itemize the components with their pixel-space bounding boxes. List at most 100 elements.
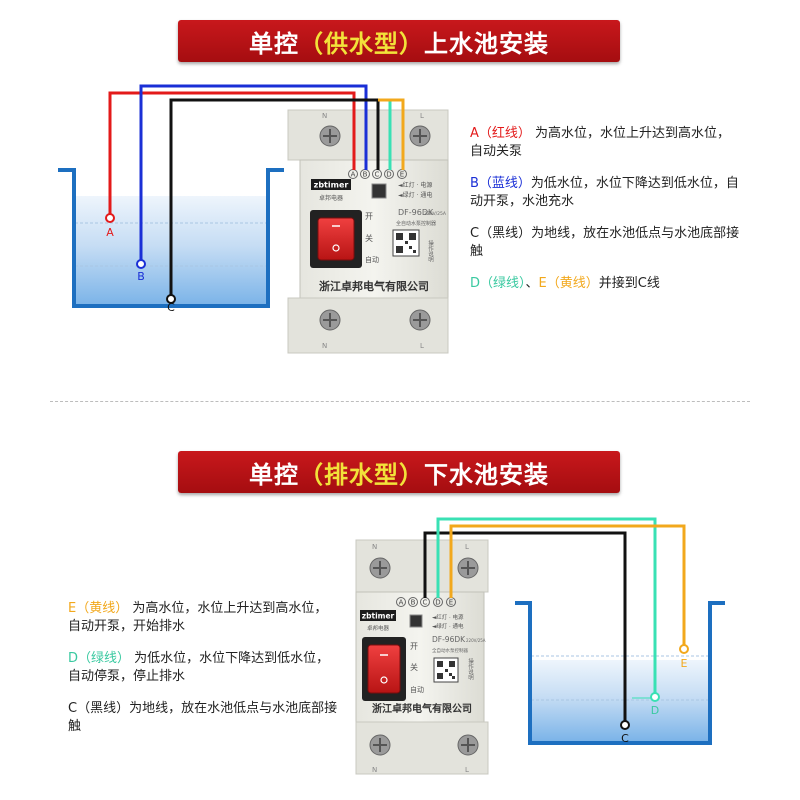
device1-label-on: 开 <box>365 212 373 221</box>
device1-indicator-window <box>371 183 387 199</box>
section1-title-highlight: （供水型） <box>299 29 424 58</box>
device1-screw-tr-slot-icon <box>413 129 427 143</box>
device1-rocker-switch <box>317 217 355 261</box>
device1-brand-plate <box>311 179 351 190</box>
section1-title-prefix: 单控 <box>249 29 299 58</box>
device1-terminal-d: D <box>386 171 391 179</box>
section1-blue-wire <box>139 84 368 262</box>
device2-rating: 220V/25A <box>466 638 486 643</box>
probe-c-icon <box>166 294 176 304</box>
device1: N L A B C D E zbtimer 卓邦电器 ◄红灯 · 电源 ◄绿灯 … <box>287 109 449 354</box>
device1-label-auto: 自动 <box>365 255 379 264</box>
device1-legend-red: ◄红灯 · 电源 <box>398 181 432 189</box>
probe-e-label: E <box>681 657 688 670</box>
section2-green-wire <box>436 517 657 694</box>
section1-yellow-wire <box>378 98 405 170</box>
device1-company: 浙江卓邦电气有限公司 <box>319 279 429 293</box>
section2-desc-e-text: 为高水位，水位上升达到高水位，自动开泵，开始排水 <box>68 601 328 634</box>
probe-e-icon <box>679 644 689 654</box>
section1-description: A（红线） 为高水位，水位上升达到高水位，自动关泵 B（蓝线）为低水位，水位下降… <box>470 125 740 307</box>
device2-model: DF-96DK <box>432 635 466 644</box>
section2-title-prefix: 单控 <box>249 460 299 489</box>
device1-rating: 220V/25A <box>424 211 447 217</box>
tank2-wall <box>515 601 725 745</box>
section2-black-wire <box>423 531 627 722</box>
section-divider <box>50 401 750 402</box>
device1-screw-bl-slot-icon <box>323 313 337 327</box>
device1-label-off: 关 <box>365 233 373 243</box>
section1-title-banner: 单控（供水型）上水池安装 <box>178 20 620 62</box>
section1-desc-a-label: A（红线） <box>470 126 531 141</box>
device2-indicator-window <box>409 614 423 628</box>
device2-qr-label: 操作说明 <box>467 657 474 682</box>
device2-screw-bl-slot-icon <box>373 738 387 752</box>
device1-terminal-c: C <box>375 171 380 179</box>
device2-legend-red: ◄红灯 · 电源 <box>432 613 464 621</box>
device1-bottom-mark-n: N <box>322 342 327 350</box>
device1-top-mark-l: L <box>420 112 424 120</box>
device2-brand: zbtimer <box>362 612 395 621</box>
probe-d-label: D <box>651 704 659 717</box>
section2-title-highlight: （排水型） <box>299 460 424 489</box>
device2-screw-br-slot-icon <box>461 738 475 752</box>
section1-note-text: 并接到C线 <box>598 276 660 291</box>
device2-brand-cn: 卓邦电器 <box>367 624 390 632</box>
section1-desc-a-text: 为高水位，水位上升达到高水位，自动关泵 <box>470 126 731 159</box>
probe-c2-label: C <box>621 732 629 745</box>
device1-screw-tl-slot-icon <box>323 129 337 143</box>
device2-rocker-off-mark-icon <box>380 676 388 684</box>
device2-rocker-switch <box>367 644 401 694</box>
probe-a-icon <box>105 213 115 223</box>
device2-terminal-d: D <box>435 599 440 607</box>
device2-legend-green: ◄绿灯 · 通电 <box>432 622 464 630</box>
device2-company: 浙江卓邦电气有限公司 <box>372 702 472 715</box>
section2-yellow-wire <box>449 524 686 646</box>
section2-desc-c-label: C（黑线） <box>68 701 130 716</box>
section1-title-suffix: 上水池安装 <box>424 29 549 58</box>
probe-b-label: B <box>137 270 145 283</box>
device2-label-off: 关 <box>410 662 418 672</box>
device2-screw-tl-slot-icon <box>373 561 387 575</box>
device2: N L A B C D E zbtimer 卓邦电器 ◄红灯 · 电源 ◄绿灯 … <box>355 539 489 775</box>
device2-top-mark-l: L <box>465 543 469 551</box>
section2-title-suffix: 下水池安装 <box>424 460 549 489</box>
section2-desc-d-text: 为低水位，水位下降达到低水位，自动停泵，停止排水 <box>68 651 330 684</box>
probe-d-icon <box>650 692 660 702</box>
probe-b-icon <box>136 259 146 269</box>
device1-product-name: 全自动水泵控制器 <box>396 220 436 227</box>
device2-terminal-a: A <box>399 599 404 607</box>
section2-desc-e: E（黄线） 为高水位，水位上升达到高水位，自动开泵，开始排水 <box>68 600 338 636</box>
device1-screw-br-slot-icon <box>413 313 427 327</box>
device1-terminal-b: B <box>363 171 368 179</box>
tank2-water <box>531 660 709 742</box>
device2-terminal-b: B <box>411 599 416 607</box>
device2-label-auto: 自动 <box>410 685 424 694</box>
section1-desc-c: C（黑线）为地线，放在水池低点与水池底部接触 <box>470 225 740 261</box>
section1-black-wire <box>169 98 380 299</box>
section2-desc-d: D（绿线） 为低水位，水位下降达到低水位，自动停泵，停止排水 <box>68 650 338 686</box>
device1-rocker-off-mark-icon <box>332 244 340 252</box>
section2-desc-c-text: 为地线，放在水池低点与水池底部接触 <box>68 701 338 734</box>
section1-desc-c-label: C（黑线） <box>470 226 532 241</box>
probe-a-label: A <box>106 226 114 239</box>
device1-qr-label: 操作说明 <box>427 239 434 264</box>
section1-note-d-label: D（绿线） <box>470 276 526 291</box>
device1-terminal-e: E <box>400 171 404 179</box>
device2-terminal-e: E <box>449 599 453 607</box>
section2-description: E（黄线） 为高水位，水位上升达到高水位，自动开泵，开始排水 D（绿线） 为低水… <box>68 600 338 750</box>
device1-legend-green: ◄绿灯 · 通电 <box>398 191 432 199</box>
device2-top-mark-n: N <box>372 543 377 551</box>
probe-c2-icon <box>620 720 630 730</box>
section2-desc-d-label: D（绿线） <box>68 651 131 666</box>
device2-bottom-mark-l: L <box>465 766 469 774</box>
device1-bottom-mark-l: L <box>420 342 424 350</box>
device2-brand-plate <box>360 610 396 621</box>
section2-desc-e-label: E（黄线） <box>68 601 129 616</box>
section1-note: D（绿线）、E（黄线）并接到C线 <box>470 275 740 293</box>
section2-title-banner: 单控（排水型）下水池安装 <box>178 451 620 493</box>
probe-c-label: C <box>167 301 175 314</box>
device1-brand-cn: 卓邦电器 <box>319 194 343 202</box>
section2-desc-c: C（黑线）为地线，放在水池低点与水池底部接触 <box>68 700 338 736</box>
device2-product-name: 全自动水泵控制器 <box>432 647 468 654</box>
section1-desc-c-text: 为地线，放在水池低点与水池底部接触 <box>470 226 740 259</box>
